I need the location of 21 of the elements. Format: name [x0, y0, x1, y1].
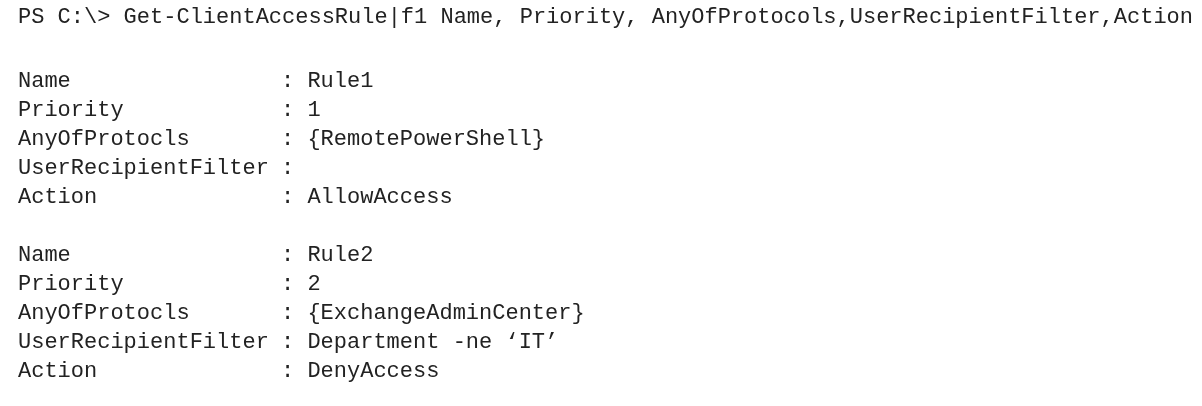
property-value: : AllowAccess [281, 184, 453, 212]
property-value: : Rule1 [281, 68, 374, 96]
property-name: Priority [18, 271, 124, 299]
command-line: PS C:\> Get-ClientAccessRule|f1 Name, Priority, AnyOfProtocols,UserRecipientFilter,Action [18, 4, 1193, 32]
property-name: Name [18, 242, 71, 270]
property-name: AnyOfProtocls [18, 300, 190, 328]
property-name: Name [18, 68, 71, 96]
property-name: UserRecipientFilter [18, 155, 269, 183]
property-name: Action [18, 184, 98, 212]
property-value: : Department -ne ‘IT’ [281, 329, 559, 357]
property-value: : 1 [281, 97, 321, 125]
property-value: : {ExchangeAdminCenter} [281, 300, 585, 328]
property-value: : 2 [281, 271, 321, 299]
property-value: : Rule2 [281, 242, 374, 270]
property-name: Priority [18, 97, 124, 125]
property-name: UserRecipientFilter [18, 329, 269, 357]
property-name: Action [18, 358, 98, 386]
property-value: : DenyAccess [281, 358, 440, 386]
property-value: : [281, 155, 295, 183]
property-value: : {RemotePowerShell} [281, 126, 546, 154]
property-name: AnyOfProtocls [18, 126, 190, 154]
